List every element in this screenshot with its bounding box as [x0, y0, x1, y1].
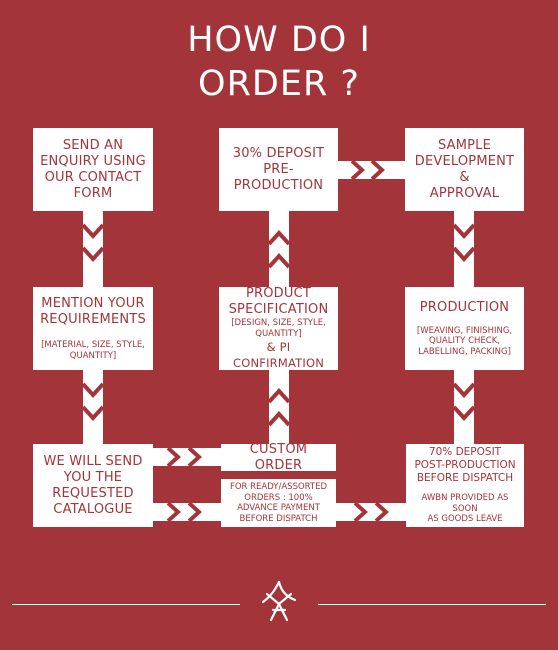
chevron-down-icon: [452, 246, 476, 262]
step-production-detail: LABELLING, PACKING]: [418, 346, 511, 357]
chevron-down-icon: [81, 246, 105, 262]
chevron-up-icon: [267, 253, 291, 269]
chevron-right-icon: [166, 501, 181, 523]
chevron-right-icon: [166, 446, 181, 468]
chevron-up-icon: [267, 388, 291, 404]
chevron-down-icon: [81, 382, 105, 398]
connector-catalogue-ready: [153, 503, 221, 521]
step-specification-line: SPECIFICATION: [228, 302, 329, 317]
chevron-right-icon: [187, 501, 202, 523]
connector-catalogue-custom: [153, 448, 221, 466]
footer-divider-right: [318, 604, 546, 605]
chevron-right-icon: [370, 159, 385, 181]
step-sample-line: DEVELOPMENT: [414, 153, 515, 169]
step-requirements-detail: [MATERIAL, SIZE, STYLE,: [41, 340, 145, 350]
step-sample-line: &: [459, 169, 470, 185]
step-specification-detail: [DESIGN, SIZE, STYLE,: [231, 318, 326, 328]
step-send-enquiry-line: ENQUIRY USING: [40, 153, 146, 169]
chevron-down-icon: [81, 223, 105, 239]
step-production: PRODUCTION [WEAVING, FINISHING, QUALITY …: [405, 287, 524, 370]
chevron-up-icon: [267, 230, 291, 246]
title-line-1: HOW DO I: [187, 20, 371, 60]
step-deposit-70-note: AS GOODS LEAVE: [427, 514, 503, 525]
step-ready-assorted-order: FOR READY/ASSORTED ORDERS : 100% ADVANCE…: [221, 479, 336, 527]
step-production-detail: QUALITY CHECK,: [429, 336, 500, 347]
step-sample-line: SAMPLE: [437, 137, 492, 153]
chevron-down-icon: [452, 405, 476, 421]
step-deposit-30: 30% DEPOSIT PRE-PRODUCTION: [219, 128, 338, 211]
step-requirements-line: REQUIREMENTS: [40, 312, 146, 327]
step-product-specification: PRODUCT SPECIFICATION [DESIGN, SIZE, STY…: [219, 286, 338, 370]
step-send-enquiry-line: OUR CONTACT: [44, 169, 142, 185]
stylized-figure-logo-icon: [261, 580, 297, 622]
step-deposit-70-line: POST-PRODUCTION: [414, 459, 516, 472]
step-send-catalogue: WE WILL SEND YOU THE REQUESTED CATALOGUE: [33, 444, 153, 527]
step-pi-confirmation: & PI CONFIRMATION: [232, 340, 325, 370]
step-ready-line: ORDERS : 100%: [244, 492, 313, 503]
step-production-title: PRODUCTION: [419, 299, 510, 315]
connector-ready-deposit70: [336, 503, 406, 521]
step-requirements-detail: QUANTITY]: [69, 350, 117, 361]
step-send-enquiry-line: FORM: [73, 185, 113, 201]
step-custom-order: CUSTOM ORDER: [221, 441, 336, 473]
step-custom-order-label: CUSTOM ORDER: [249, 441, 308, 473]
step-deposit-30-line: 30% DEPOSIT: [232, 145, 325, 161]
chevron-down-icon: [452, 223, 476, 239]
step-deposit-70-line: BEFORE DISPATCH: [416, 472, 514, 485]
step-send-enquiry-line: SEND AN: [62, 137, 124, 153]
chevron-up-icon: [267, 411, 291, 427]
step-mention-requirements: MENTION YOUR REQUIREMENTS [MATERIAL, SIZ…: [33, 287, 153, 370]
step-sample-line: APPROVAL: [429, 185, 500, 201]
step-deposit-70-line: 70% DEPOSIT: [428, 446, 502, 459]
step-deposit-30-line: PRE-PRODUCTION: [233, 161, 324, 193]
step-catalogue-line: YOU THE: [63, 469, 123, 485]
step-deposit-70-note: AWBN PROVIDED AS SOON: [421, 493, 509, 514]
chevron-right-icon: [374, 501, 389, 523]
step-catalogue-line: REQUESTED: [52, 485, 134, 501]
step-ready-line: ADVANCE PAYMENT: [237, 503, 320, 513]
step-deposit-70: 70% DEPOSIT POST-PRODUCTION BEFORE DISPA…: [406, 444, 524, 527]
connector-spec-deposit30: [269, 211, 289, 287]
step-requirements-line: MENTION YOUR: [41, 296, 145, 311]
step-specification-detail: QUANTITY]: [255, 328, 302, 339]
page-title: HOW DO I ORDER ?: [0, 18, 558, 106]
chevron-down-icon: [452, 382, 476, 398]
chevron-right-icon: [187, 446, 202, 468]
title-line-2: ORDER ?: [198, 64, 360, 104]
step-ready-line: BEFORE DISPATCH: [239, 513, 318, 524]
step-sample-development: SAMPLE DEVELOPMENT & APPROVAL: [405, 128, 524, 211]
step-catalogue-line: CATALOGUE: [53, 501, 133, 517]
chevron-down-icon: [81, 405, 105, 421]
step-ready-line: FOR READY/ASSORTED: [229, 482, 328, 492]
step-send-enquiry: SEND AN ENQUIRY USING OUR CONTACT FORM: [33, 128, 153, 211]
chevron-right-icon: [353, 501, 368, 523]
step-specification-line: PRODUCT: [245, 286, 312, 301]
footer-divider-left: [12, 604, 240, 605]
chevron-right-icon: [350, 159, 365, 181]
step-production-detail: [WEAVING, FINISHING,: [416, 325, 513, 336]
step-catalogue-line: WE WILL SEND: [43, 453, 143, 469]
connector-custom-spec: [269, 370, 289, 444]
